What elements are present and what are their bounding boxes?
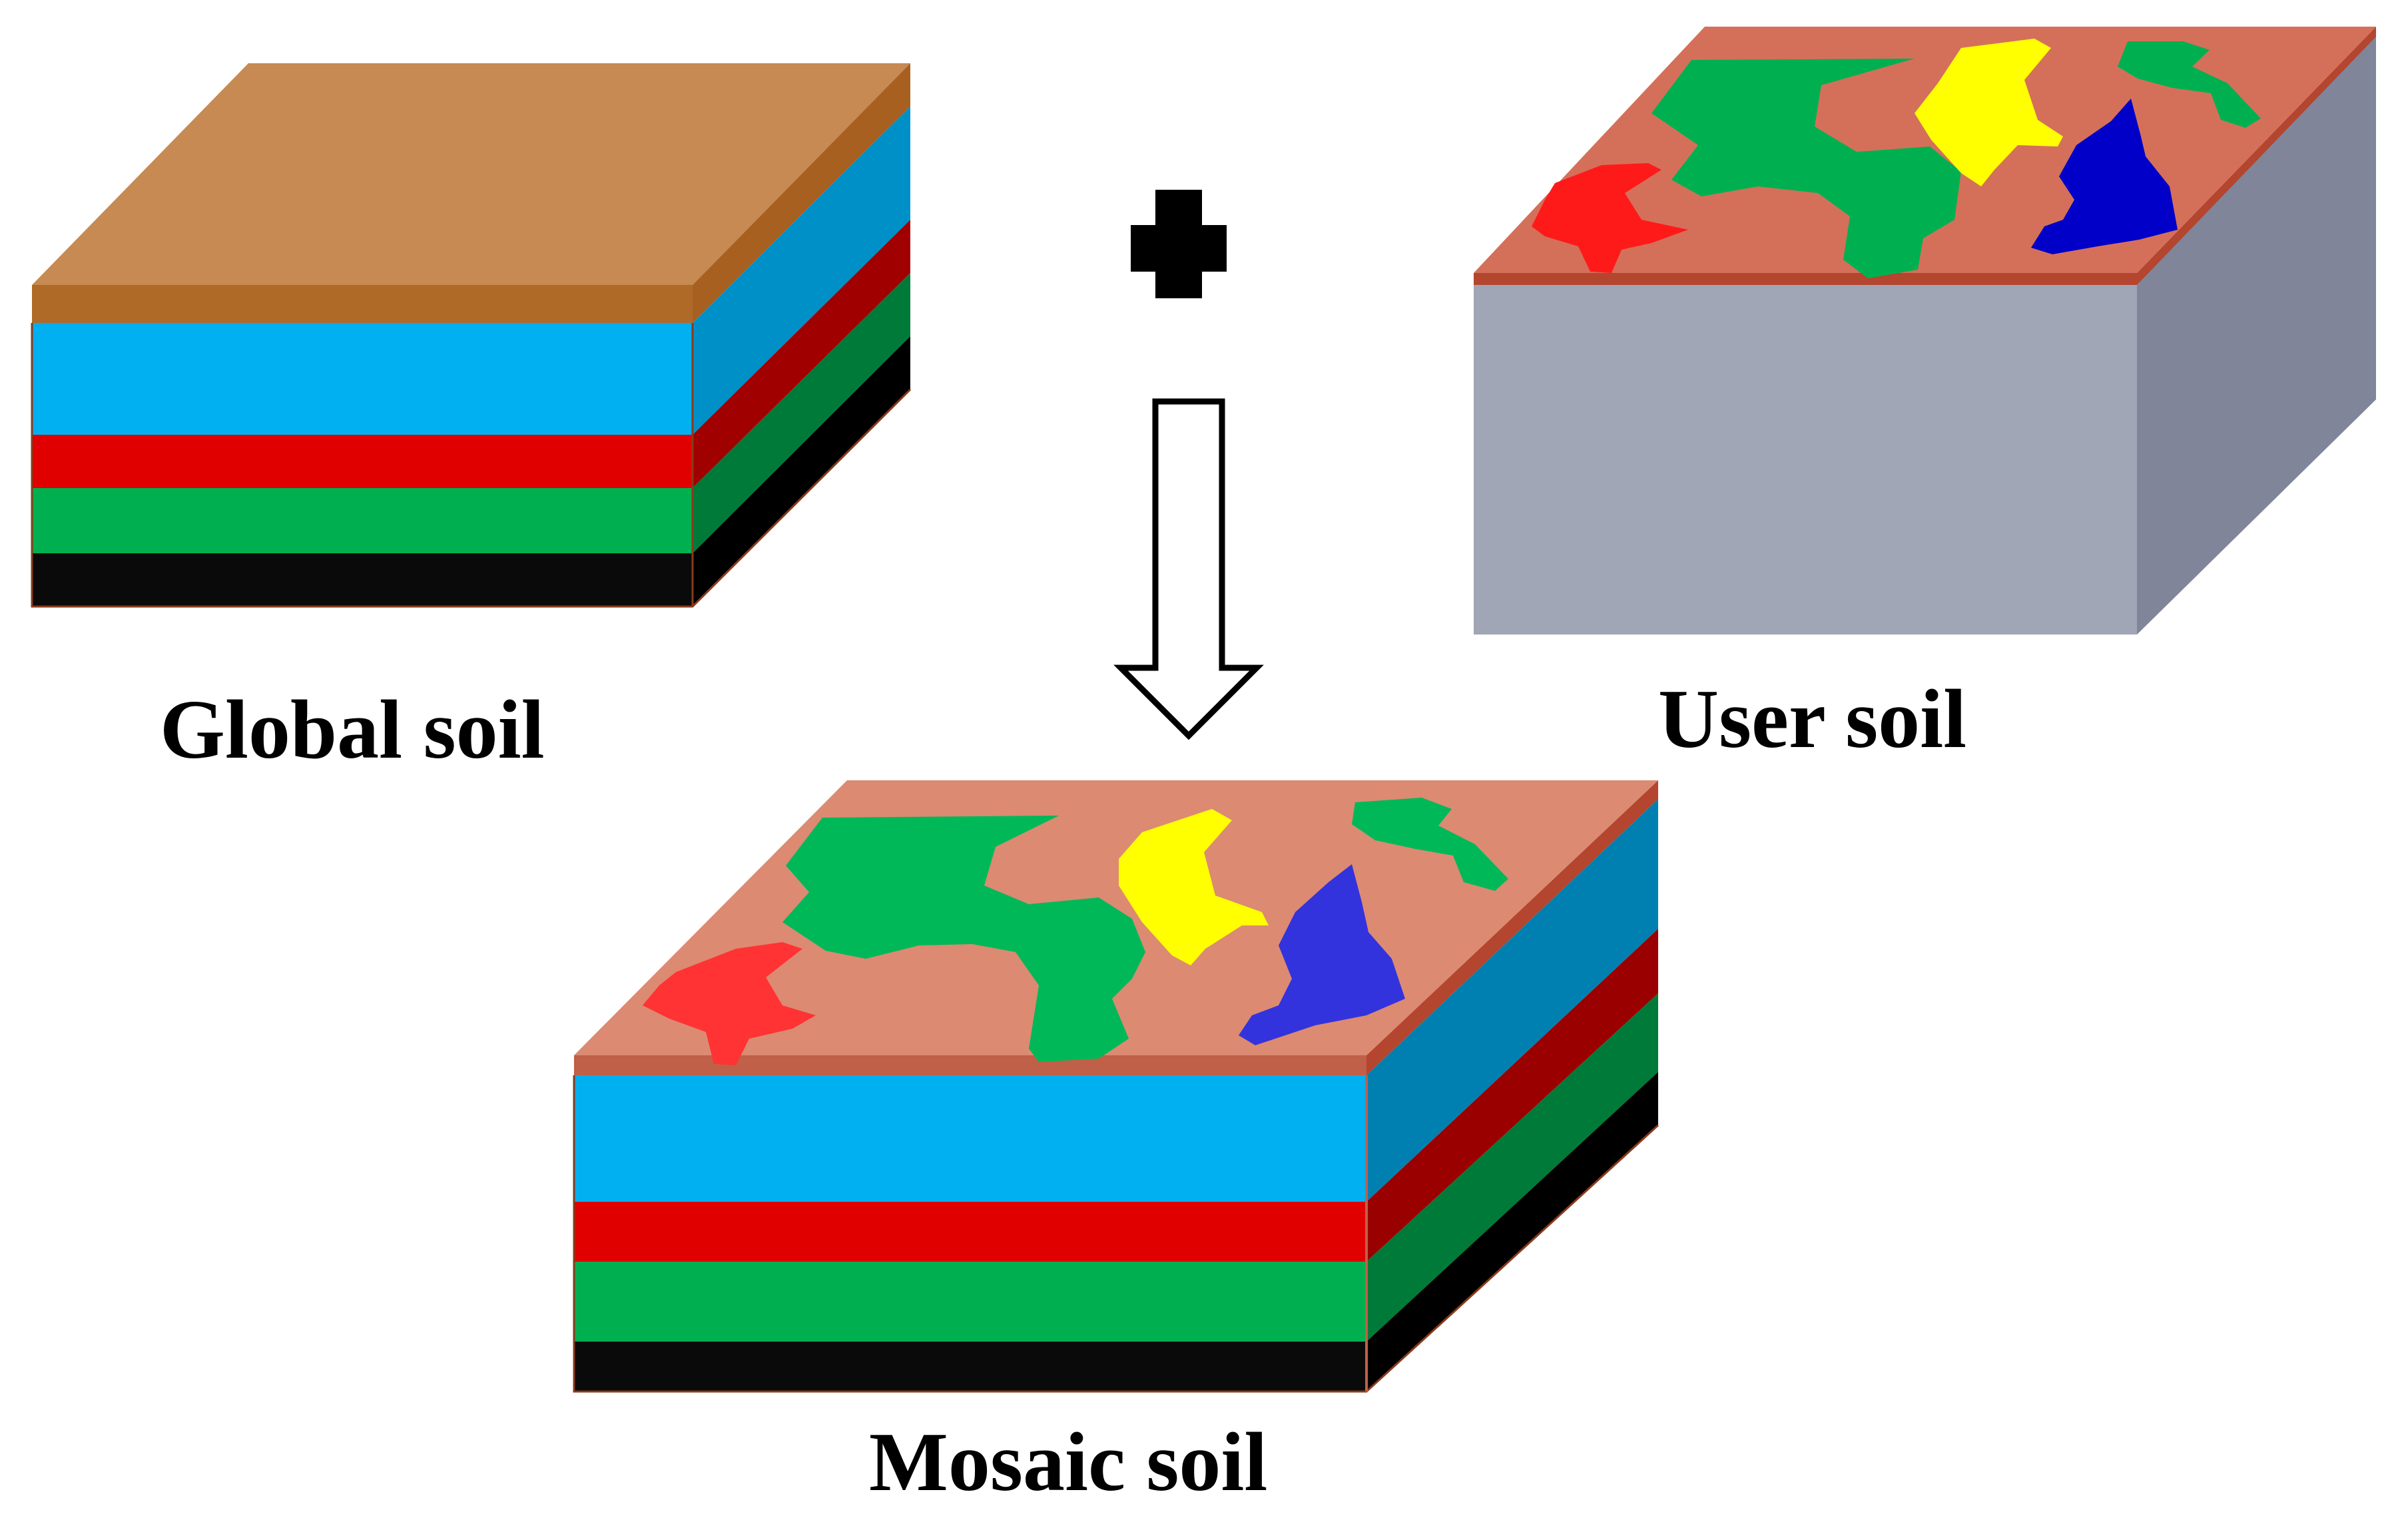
global-layer-red-front <box>32 435 693 488</box>
mosaic-patch-green-small <box>1352 798 1508 891</box>
mosaic-layer-green-side <box>1366 993 1658 1342</box>
global-layer-green-side <box>693 273 910 553</box>
global-soil-block <box>31 63 912 608</box>
mosaic-layer-green-front <box>574 1262 1366 1342</box>
mosaic-soil-top-slab-front <box>574 1055 1366 1075</box>
global-layer-green-front <box>32 488 693 553</box>
global-soil-top-slab-side <box>693 63 910 323</box>
mosaic-layer-red-front <box>574 1202 1366 1262</box>
mosaic-patch-red <box>643 942 816 1065</box>
user-patch-red <box>1532 163 1688 273</box>
mosaic-layer-black-front <box>574 1342 1366 1392</box>
user-patch-yellow <box>1915 39 2063 186</box>
user-patch-green-small <box>2118 41 2261 128</box>
mosaic-patch-green-large <box>782 816 1145 1062</box>
down-arrow-icon <box>1113 398 1264 740</box>
user-soil-top-slab-front <box>1474 273 2137 285</box>
global-layer-black-side <box>693 336 910 607</box>
mosaic-layer-blue-front <box>574 1075 1366 1202</box>
mosaic-soil-label: Mosaic soil <box>869 1416 1267 1509</box>
user-soil-side-face <box>2137 30 2376 635</box>
mosaic-soil-top-slab-side <box>1366 780 1658 1075</box>
global-layer-red-side <box>693 220 910 488</box>
user-patch-green-large <box>1651 59 1961 278</box>
global-layer-black-front <box>32 553 693 607</box>
user-soil-front-face <box>1474 285 2137 635</box>
global-soil-top-face <box>32 63 910 285</box>
plus-icon <box>1131 190 1227 298</box>
mosaic-soil-block <box>573 780 1659 1393</box>
user-soil-block <box>1474 27 2376 635</box>
mosaic-layer-black-side <box>1366 1072 1658 1392</box>
global-soil-top-slab-front <box>32 285 693 323</box>
mosaic-patch-blue <box>1239 864 1405 1045</box>
mosaic-patch-yellow <box>1119 809 1269 965</box>
mosaic-layer-blue-side <box>1366 799 1658 1202</box>
global-soil-label: Global soil <box>160 684 545 776</box>
global-layer-blue-side <box>693 107 910 435</box>
user-soil-label: User soil <box>1658 673 1966 766</box>
global-layer-blue-front <box>32 323 693 435</box>
user-soil-top-slab-side <box>2137 27 2376 285</box>
mosaic-layer-red-side <box>1366 929 1658 1262</box>
user-patch-blue <box>2031 99 2178 254</box>
